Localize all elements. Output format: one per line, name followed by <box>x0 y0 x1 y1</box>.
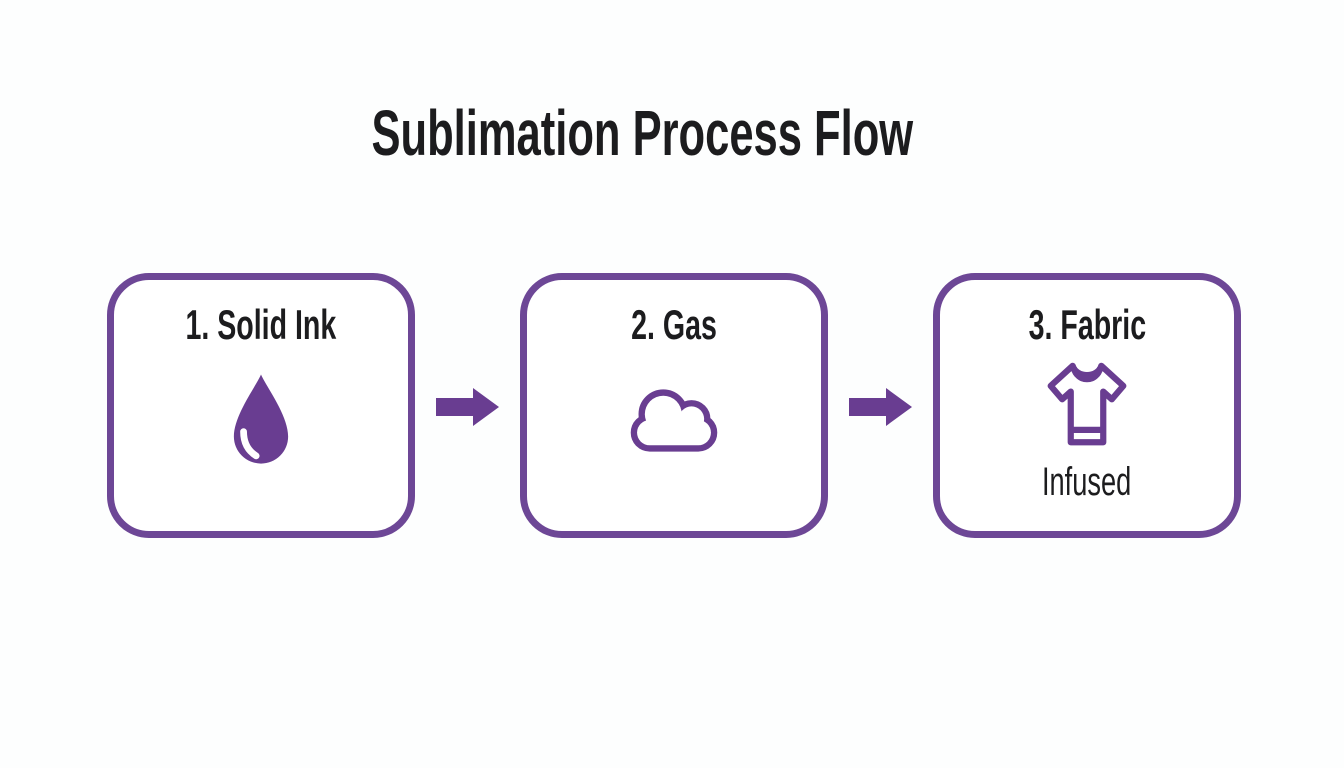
ink-drop-icon <box>230 372 292 473</box>
step-sublabel-text: Infused <box>1042 460 1132 504</box>
diagram-title: Sublimation Process Flow <box>0 101 1284 165</box>
arrow-right-icon <box>849 387 913 432</box>
step-label: 3. Fabric <box>1001 304 1174 346</box>
step-card-fabric: 3. Fabric Infused <box>933 273 1241 538</box>
step-label: 2. Gas <box>611 304 737 346</box>
step-label-text: 3. Fabric <box>1028 301 1146 348</box>
process-flow: 1. Solid Ink 2. Gas <box>107 273 1241 538</box>
step-card-gas: 2. Gas <box>520 273 828 538</box>
step-label-text: 1. Solid Ink <box>185 301 337 348</box>
diagram-title-text: Sublimation Process Flow <box>371 97 913 169</box>
step-label: 1. Solid Ink <box>150 304 372 346</box>
step-card-solid-ink: 1. Solid Ink <box>107 273 415 538</box>
step-icon-area <box>230 366 292 478</box>
step-sublabel: Infused <box>1021 462 1152 502</box>
step-label-text: 2. Gas <box>631 301 717 348</box>
step-icon-area <box>620 366 728 478</box>
step-icon-area <box>1041 362 1133 452</box>
tshirt-icon <box>1041 362 1133 453</box>
arrow-right-icon <box>436 387 500 432</box>
cloud-icon <box>620 385 728 460</box>
